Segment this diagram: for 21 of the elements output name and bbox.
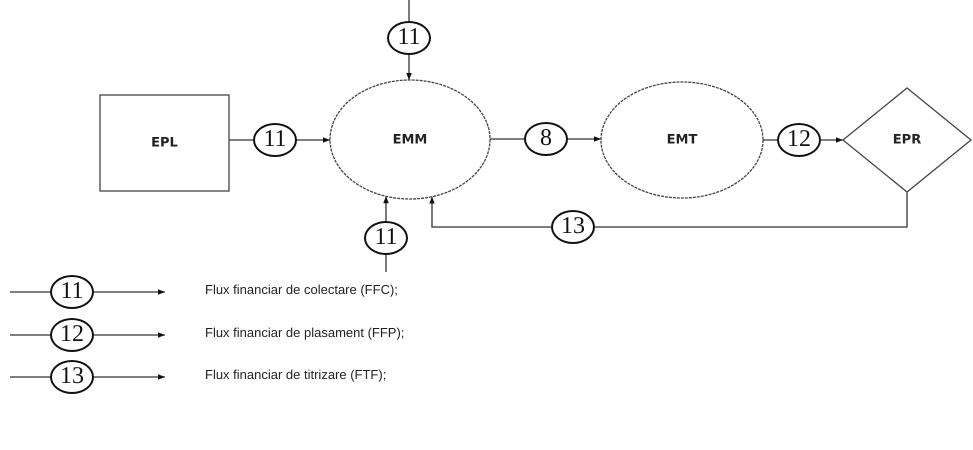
- node-label: EPL: [151, 136, 178, 150]
- entity-diamond: [843, 88, 971, 192]
- edge-label: 8: [524, 122, 568, 156]
- node-label: EMT: [666, 132, 698, 148]
- edge-label: 13: [551, 210, 595, 244]
- legend-number: 11: [50, 275, 94, 309]
- edge-label: 11: [387, 21, 431, 55]
- legend-text: Flux financiar de plasament (FFP);: [205, 325, 404, 340]
- edge-label: 11: [253, 123, 297, 157]
- edge-label: 12: [777, 123, 821, 157]
- node-label: EMM: [392, 132, 428, 147]
- entity-ellipse: [330, 80, 490, 199]
- arrow: [429, 192, 908, 228]
- edge-label: 11: [364, 221, 408, 255]
- legend-text: Flux financiar de colectare (FFC);: [205, 282, 398, 297]
- legend-number: 13: [50, 360, 94, 394]
- node-label: EPR: [892, 132, 922, 148]
- entity-ellipse: [601, 82, 763, 198]
- entity-box: [100, 95, 229, 191]
- legend-text: Flux financiar de titrizare (FTF);: [205, 367, 386, 382]
- legend-number: 12: [50, 318, 94, 352]
